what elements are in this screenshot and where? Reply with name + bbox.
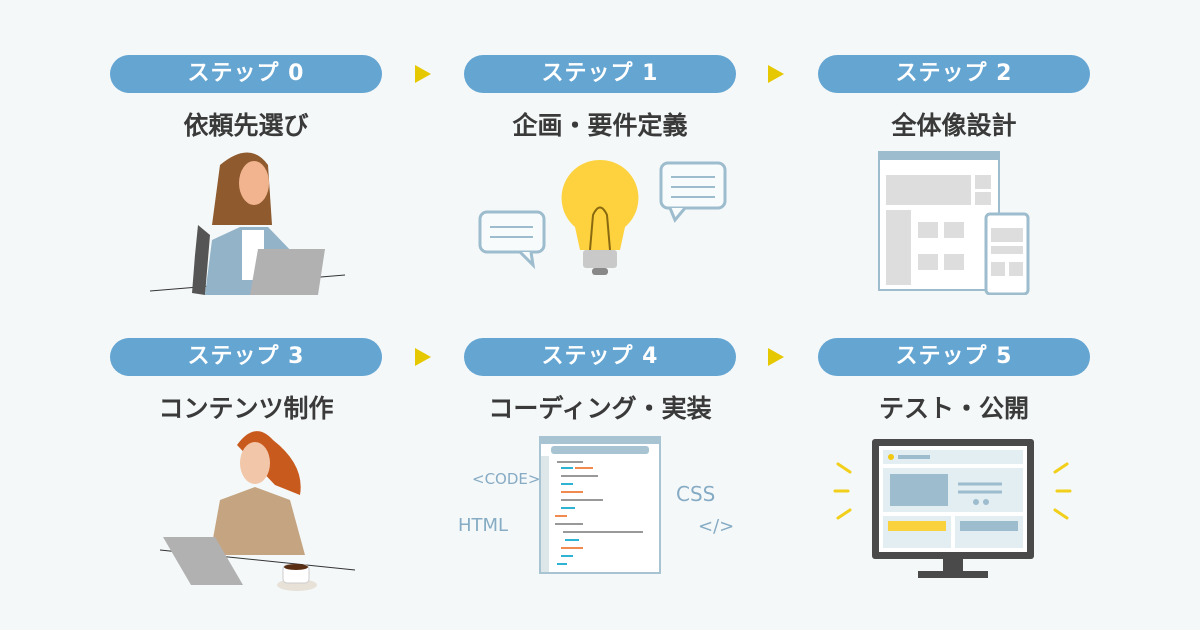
tag-label: </> xyxy=(698,516,735,537)
step-5-badge: ステップ 5 xyxy=(818,338,1090,376)
lightbulb-icon xyxy=(561,159,639,250)
step-3-badge: ステップ 3 xyxy=(110,338,382,376)
idea-illustration xyxy=(478,159,727,275)
arrow-icon xyxy=(415,348,431,366)
wireframe-illustration xyxy=(878,151,1030,295)
step-5-title: テスト・公開 xyxy=(878,394,1029,423)
step-4-title: コーディング・実装 xyxy=(488,394,712,423)
laptop-icon xyxy=(163,537,243,585)
arrow-icon xyxy=(768,348,784,366)
step-0-title: 依頼先選び xyxy=(183,111,309,140)
step-1-title: 企画・要件定義 xyxy=(512,111,688,140)
step-2-title: 全体像設計 xyxy=(891,111,1017,140)
code-label: <CODE> xyxy=(472,470,541,488)
arrow-icon xyxy=(415,65,431,83)
step-1-badge: ステップ 1 xyxy=(464,55,736,93)
html-label: HTML xyxy=(458,515,509,536)
step-0-badge: ステップ 0 xyxy=(110,55,382,93)
woman-writing-illustration xyxy=(159,431,356,591)
monitor-illustration xyxy=(833,439,1072,578)
step-3-title: コンテンツ制作 xyxy=(158,394,334,423)
css-label: CSS xyxy=(676,482,716,506)
arrow-icon xyxy=(768,65,784,83)
step-2-badge: ステップ 2 xyxy=(818,55,1090,93)
code-editor-illustration xyxy=(539,436,661,574)
step-4-badge: ステップ 4 xyxy=(464,338,736,376)
speech-bubble-icon xyxy=(478,210,546,254)
speech-bubble-icon xyxy=(659,161,727,210)
woman-laptop-illustration xyxy=(150,152,346,295)
